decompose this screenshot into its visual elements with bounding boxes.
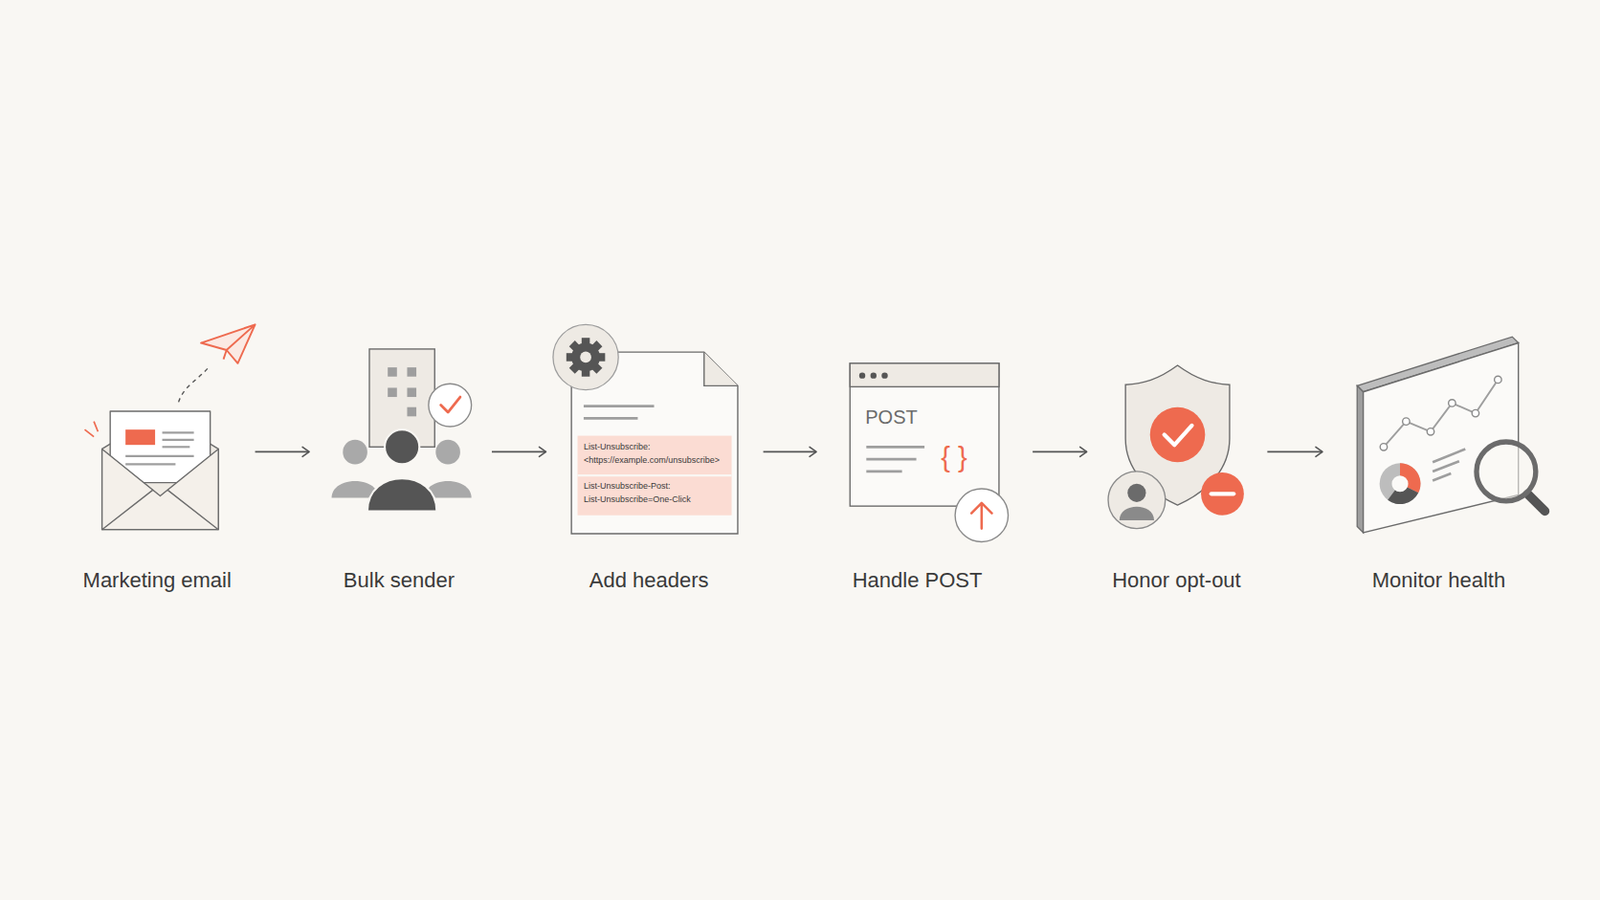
monitor-icon-part	[1356, 385, 1363, 534]
browser-icon-part	[866, 470, 902, 474]
envelope-icon-part	[125, 429, 156, 445]
monitor-icon-part	[1432, 448, 1466, 463]
step-node: Marketing email	[61, 324, 256, 600]
monitor-icon-part	[1383, 379, 1498, 447]
step-label: Monitor health	[1372, 568, 1506, 594]
envelope-icon-part	[85, 422, 99, 438]
bulk-sender-icon-part	[406, 367, 417, 378]
envelope-icon-part	[102, 448, 220, 530]
envelope-icon-part	[200, 324, 256, 364]
flow-arrow	[763, 451, 817, 454]
shield-icon-part	[1119, 507, 1155, 521]
monitor-icon-part	[1432, 461, 1460, 472]
monitor-icon-part	[1527, 493, 1545, 512]
document-icon-part	[577, 436, 733, 516]
shield-icon-part	[1164, 425, 1193, 445]
step-label: Marketing email	[83, 568, 232, 594]
monitor-icon-part	[1391, 475, 1408, 492]
monitor-icon	[1356, 336, 1545, 534]
bulk-sender-icon-part	[406, 407, 417, 418]
monitor-icon-part	[1426, 428, 1434, 436]
browser-icon-part	[859, 372, 866, 378]
bulk-sender-icon-part	[384, 429, 420, 465]
browser-icon-part	[955, 488, 1008, 542]
flow-arrow	[1032, 451, 1088, 454]
envelope-icon-part	[125, 455, 194, 458]
browser-icon-part	[870, 372, 877, 378]
envelope-icon-part	[178, 365, 211, 402]
flow-arrow	[491, 451, 547, 454]
bulk-sender-icon-part	[428, 383, 472, 427]
browser-icon-part	[881, 372, 888, 378]
envelope-icon-part	[125, 463, 176, 466]
envelope-icon	[85, 324, 256, 530]
shield-icon-part	[1108, 471, 1166, 530]
step-node: Handle POST	[816, 324, 1033, 600]
header-line: List-Unsubscribe=One-Click	[583, 494, 691, 506]
monitor-icon-part	[1471, 409, 1479, 417]
document-icon-part	[579, 352, 592, 364]
header-line: List-Unsubscribe:	[583, 442, 651, 453]
bulk-sender-icon-part	[441, 397, 461, 413]
envelope-icon-part	[162, 439, 195, 442]
header-line: <https://example.com/unsubscribe>	[583, 455, 720, 467]
document-icon-part	[577, 474, 733, 477]
monitor-icon-part	[1379, 444, 1387, 451]
envelope-icon-part	[162, 431, 195, 434]
bulk-sender-icon-part	[387, 387, 398, 398]
monitor-icon-part	[1379, 376, 1502, 451]
browser-icon-part	[971, 503, 992, 530]
monitor-icon-part	[1494, 376, 1502, 383]
step-label: Handle POST	[852, 568, 983, 594]
shield-icon-part	[1211, 491, 1234, 496]
document-icon-part	[704, 352, 738, 386]
bulk-sender-icon-part	[342, 440, 368, 466]
flow-arrow	[1266, 451, 1323, 454]
bulk-sender-icon	[332, 349, 472, 512]
browser-icon-part	[849, 363, 1000, 507]
monitor-icon-part	[1448, 400, 1456, 407]
bulk-sender-icon-part	[387, 367, 398, 378]
step-node: Monitor health	[1322, 324, 1562, 600]
envelope-icon-part	[102, 489, 220, 531]
document-icon-part	[571, 343, 600, 373]
document-icon	[553, 324, 738, 534]
shield-icon	[1108, 365, 1245, 530]
monitor-icon-part	[1402, 418, 1410, 425]
browser-icon-part	[866, 445, 925, 449]
document-icon-part	[583, 404, 655, 408]
browser-icon	[849, 363, 1008, 543]
monitor-icon-part	[1476, 442, 1536, 502]
step-label: Honor opt-out	[1111, 568, 1242, 594]
browser-icon-part	[866, 458, 916, 462]
document-icon-part	[553, 324, 619, 390]
document-icon-part	[566, 337, 606, 378]
bulk-sender-icon-part	[406, 387, 417, 398]
step-node: Honor opt-out	[1087, 324, 1268, 600]
method-label: POST	[865, 405, 917, 429]
flow-arrow	[255, 451, 311, 454]
shield-icon-part	[1150, 407, 1206, 464]
monitor-icon-part	[1363, 343, 1519, 534]
browser-icon-part	[849, 363, 1000, 388]
bulk-sender-icon-part	[435, 440, 461, 466]
shield-icon-part	[1200, 472, 1245, 516]
brace-symbol: { }	[940, 441, 967, 475]
monitor-icon-part	[1432, 473, 1451, 481]
step-node: Bulk sender	[309, 324, 492, 600]
step-label: Bulk sender	[343, 568, 455, 594]
bulk-sender-icon-part	[367, 478, 438, 512]
step-label: Add headers	[589, 568, 710, 594]
header-line: List-Unsubscribe-Post:	[583, 481, 671, 492]
shield-icon-part	[1127, 484, 1146, 503]
document-icon-part	[583, 417, 639, 421]
monitor-icon-part	[1379, 463, 1422, 505]
envelope-icon-part	[162, 445, 191, 448]
